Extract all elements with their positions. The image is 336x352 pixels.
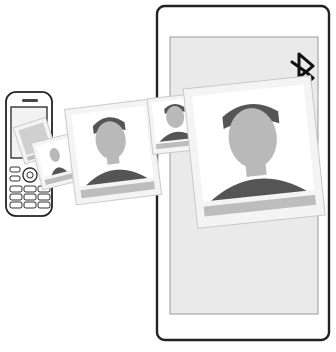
- received-photo: [183, 76, 325, 229]
- photo-in-transit-3: [65, 99, 162, 205]
